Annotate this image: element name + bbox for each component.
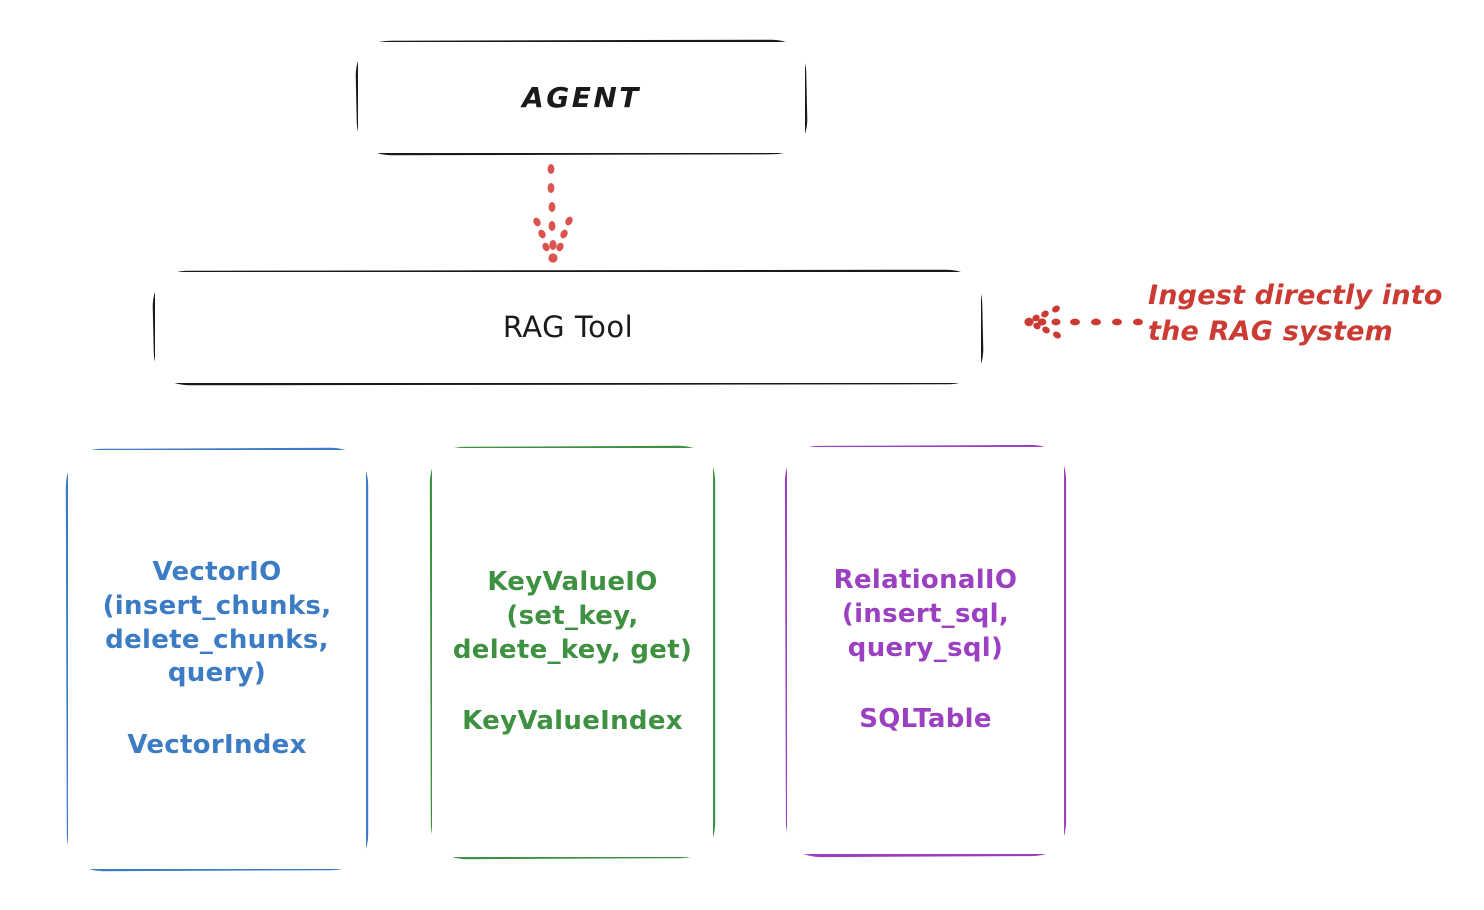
node-rag-tool[interactable]: RAG Tool bbox=[155, 272, 981, 383]
node-vector-io[interactable]: VectorIO (insert_chunks, delete_chunks, … bbox=[68, 450, 366, 869]
node-key-value-io-subtitle: KeyValueIndex bbox=[462, 706, 683, 737]
node-rag-tool-label: RAG Tool bbox=[502, 310, 634, 345]
node-key-value-io[interactable]: KeyValueIO (set_key, delete_key, get) Ke… bbox=[432, 448, 713, 857]
annotation-ingest-directly: Ingest directly into the RAG system bbox=[1148, 280, 1443, 348]
node-vector-io-subtitle: VectorIndex bbox=[127, 730, 307, 761]
node-vector-io-title: VectorIO (insert_chunks, delete_chunks, … bbox=[102, 557, 332, 689]
node-relational-io[interactable]: RelationalIO (insert_sql, query_sql) SQL… bbox=[787, 447, 1064, 854]
node-relational-io-subtitle: SQLTable bbox=[859, 704, 992, 735]
node-key-value-io-title: KeyValueIO (set_key, delete_key, get) bbox=[452, 566, 693, 665]
node-agent[interactable]: AGENT bbox=[358, 42, 805, 153]
node-agent-label: AGENT bbox=[522, 80, 641, 114]
node-relational-io-title: RelationalIO (insert_sql, query_sql) bbox=[833, 564, 1018, 663]
connector-agent-to-rag-tool bbox=[533, 164, 573, 263]
connector-ingest-to-rag-tool bbox=[1024, 305, 1143, 339]
